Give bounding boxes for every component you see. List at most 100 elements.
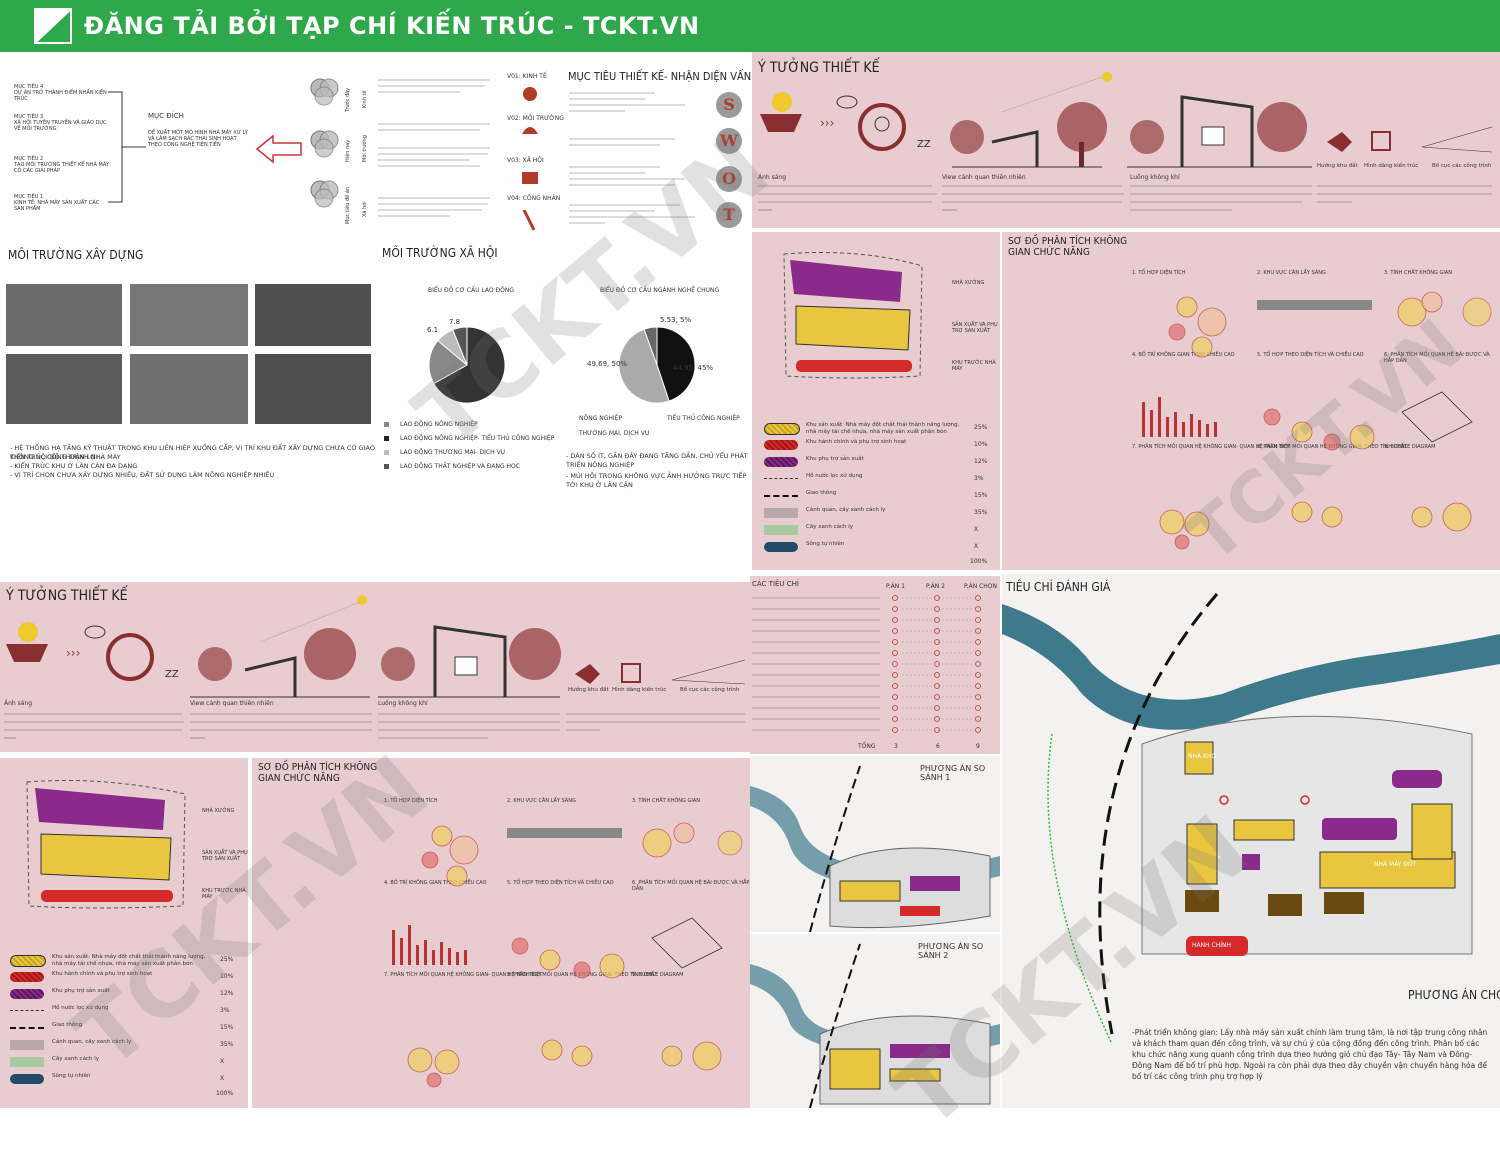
labor-chart-title: BIỂU ĐỒ CƠ CẤU LAO ĐỘNG [428,287,515,294]
area-legend-top: Khu sản xuất: Nhà máy đốt chất thải thàn… [762,422,997,567]
criteria-col-2: P.ÁN 2 [926,583,945,590]
goal-1: MỤC TIÊU 1 [14,194,44,200]
legend-percent: X [974,543,979,550]
social-note-2: - MÙI HÔI TRONG KHÔNG VỰC ẢNH HƯỞNG TRỰC… [566,472,747,489]
option-1-label: PHƯƠNG ÁN SO SÁNH 1 [920,764,986,782]
legend-row: Hồ nước lọc xử dụng 3% [762,473,997,487]
legend-percent: 12% [220,990,234,997]
design-item-2: V02: MÔI TRƯỜNG [507,115,564,122]
legend-label: Khu hành chính và phụ trợ sinh hoạt [52,971,153,977]
evaluation-title: TIÊU CHÍ ĐÁNH GIÁ [1006,580,1111,594]
idea-paragraph-lines-2 [4,713,745,739]
criteria-total-1: 3 [894,743,898,750]
legend-swatch [10,989,44,999]
labor-legend-1: LAO ĐỘNG NÔNG NGHIỆP [400,421,478,428]
criteria-score-mark [975,650,981,656]
swot-w: W [716,128,742,154]
goal-4: MỤC TIÊU 4 [14,84,44,90]
bubble-diagrams-2 [392,822,743,1088]
criteria-score-mark [892,727,898,733]
legend-swatch [764,508,798,518]
legend-swatch [10,972,44,982]
criteria-score-mark [892,639,898,645]
option-sketch-2: PHƯƠNG ÁN SO SÁNH 2 [750,934,1000,1108]
labor-legend-swatches [384,422,389,469]
site-banner: ĐĂNG TẢI BỞI TẠP CHÍ KIẾN TRÚC - TCKT.VN [0,0,1500,52]
idea-caption-layout: Bố cục các công trình [1432,163,1492,169]
swot-t: T [716,202,742,228]
criteria-score-mark [892,683,898,689]
legend-label: Sông tự nhiên [806,541,845,547]
swot-o: O [716,166,742,192]
zone-label-2: SẢN XUẤT VÀ PHỤ TRỢ SẢN XUẤT [952,322,998,334]
svg-text:ZZ: ZZ [917,139,931,150]
option-2-label: PHƯƠNG ÁN SO SÁNH 2 [918,942,984,960]
legend-row: Khu sản xuất: Nhà máy đốt chất thải thàn… [762,422,997,436]
criteria-total-3: 9 [976,743,980,750]
legend-percent: 3% [974,475,984,482]
criteria-score-mark [892,650,898,656]
bubble-diagrams [1142,291,1492,550]
design-goal-icons [522,87,538,231]
zone-plan-panel-2: NHÀ XƯỞNG SẢN XUẤT VÀ PHỤ TRỢ SẢN XUẤT K… [0,758,248,1108]
legend-label: Giao thông [52,1022,83,1028]
criteria-col-1: P.ÁN 1 [886,583,905,590]
legend-label: Hồ nước lọc xử dụng [52,1005,109,1011]
zone-label-3: KHU TRƯỚC NHÀ MÁY [952,360,996,372]
idea-paragraph-lines [758,185,1492,211]
legend-total: 100% [216,1090,234,1097]
design-idea-panel-bottom: Ý TƯỞNG THIẾT KẾ ››› ZZ Ánh sáng View cả… [0,582,750,752]
option-sketch-1: PHƯƠNG ÁN SO SÁNH 1 [750,756,1000,932]
pie-slice [433,326,506,404]
legend-swatch [764,525,798,535]
text-lines-block [378,79,490,217]
legend-swatch [764,423,800,435]
labor-legend-2: LAO ĐỘNG NÔNG NGHIỆP- TIỂU THỦ CÔNG NGHI… [400,435,555,442]
legend-percent: 15% [974,492,988,499]
construction-env-title: MÔI TRƯỜNG XÂY DỰNG [8,248,144,262]
idea-caption-light: Ánh sáng [758,174,787,181]
legend-label: Khu sản xuất: Nhà máy đốt chất thải thàn… [806,422,960,435]
construction-note-4: - VỊ TRÍ CHỌN CHƯA XÂY DỰNG NHIỀU, ĐẤT S… [10,471,275,479]
criteria-score-mark [975,606,981,612]
criteria-score-mark [892,595,898,601]
legend-swatch [10,955,46,967]
legend-label: Cây xanh cách ly [52,1056,99,1062]
criteria-score-mark [892,661,898,667]
idea-caption-air: Luồng không khí [1130,174,1180,181]
design-item-4: V04: CÔNG NHÂN [507,195,561,202]
venn-icons [310,78,339,208]
legend-label: Sông tự nhiên [52,1073,91,1079]
legend-label: Hồ nước lọc xử dụng [806,473,863,479]
criteria-score-mark [892,694,898,700]
legend-total: 100% [970,558,988,565]
criteria-score-mark [975,628,981,634]
industry-legend-3: THƯƠNG MẠI, DỊCH VỤ [579,430,650,437]
pie-slice [618,328,670,404]
analysis-panel: MỤC TIÊU 4 DỰ ÁN TRỞ THÀNH ĐIỂM NHẤN KIẾ… [0,52,752,582]
criteria-total-label: TỔNG [858,743,876,750]
criteria-score-mark [975,727,981,733]
legend-swatch [764,495,798,497]
legend-swatch [764,478,798,479]
legend-percent: X [974,526,979,533]
svg-text:›››: ››› [820,116,834,130]
labor-legend-4: LAO ĐỘNG THẤT NGHIỆP VÀ ĐANG HỌC [400,463,520,470]
design-idea-title-2: Ý TƯỞNG THIẾT KẾ [6,588,128,604]
criteria-score-mark [892,716,898,722]
pie-label: 49.69, 50% [587,360,627,368]
criteria-score-mark [975,661,981,667]
criteria-score-mark [975,617,981,623]
evaluation-note: -Phát triển không gian: Lấy nhà máy sản … [1132,1028,1488,1081]
social-env-title: MÔI TRƯỜNG XÃ HỘI [382,246,498,260]
legend-label: Cây xanh cách ly [806,524,853,530]
landfill-photo [130,354,248,424]
criteria-score-mark [975,705,981,711]
pie-slice [452,326,468,366]
